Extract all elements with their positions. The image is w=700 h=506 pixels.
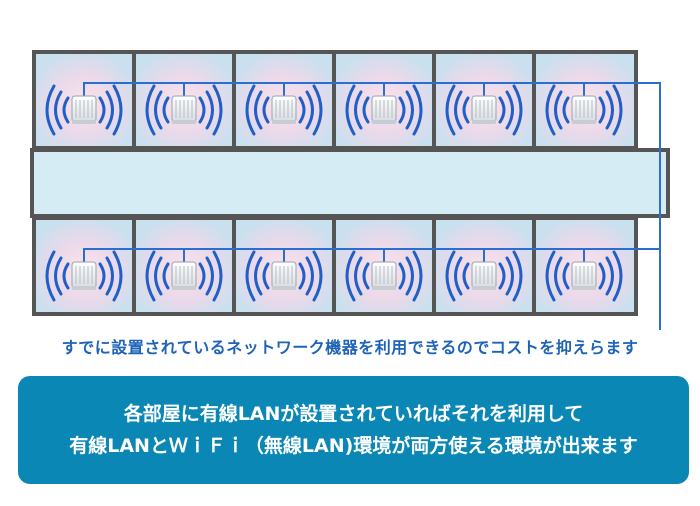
info-box: 各部屋に有線LANが設置されていればそれを利用して 有線LANとＷｉＦｉ（無線L… [18,376,689,484]
network-floor-diagram [30,50,670,330]
cost-caption: すでに設置されているネットワーク機器を利用できるのでコストを抑えらます [61,338,639,357]
info-line-1: 各部屋に有線LANが設置されていればそれを利用して [123,403,584,425]
corridor [30,148,670,218]
info-line-2: 有線LANとＷｉＦｉ（無線LAN)環境が両方使える環境が出来ます [69,435,638,457]
lan-cable [83,82,661,330]
